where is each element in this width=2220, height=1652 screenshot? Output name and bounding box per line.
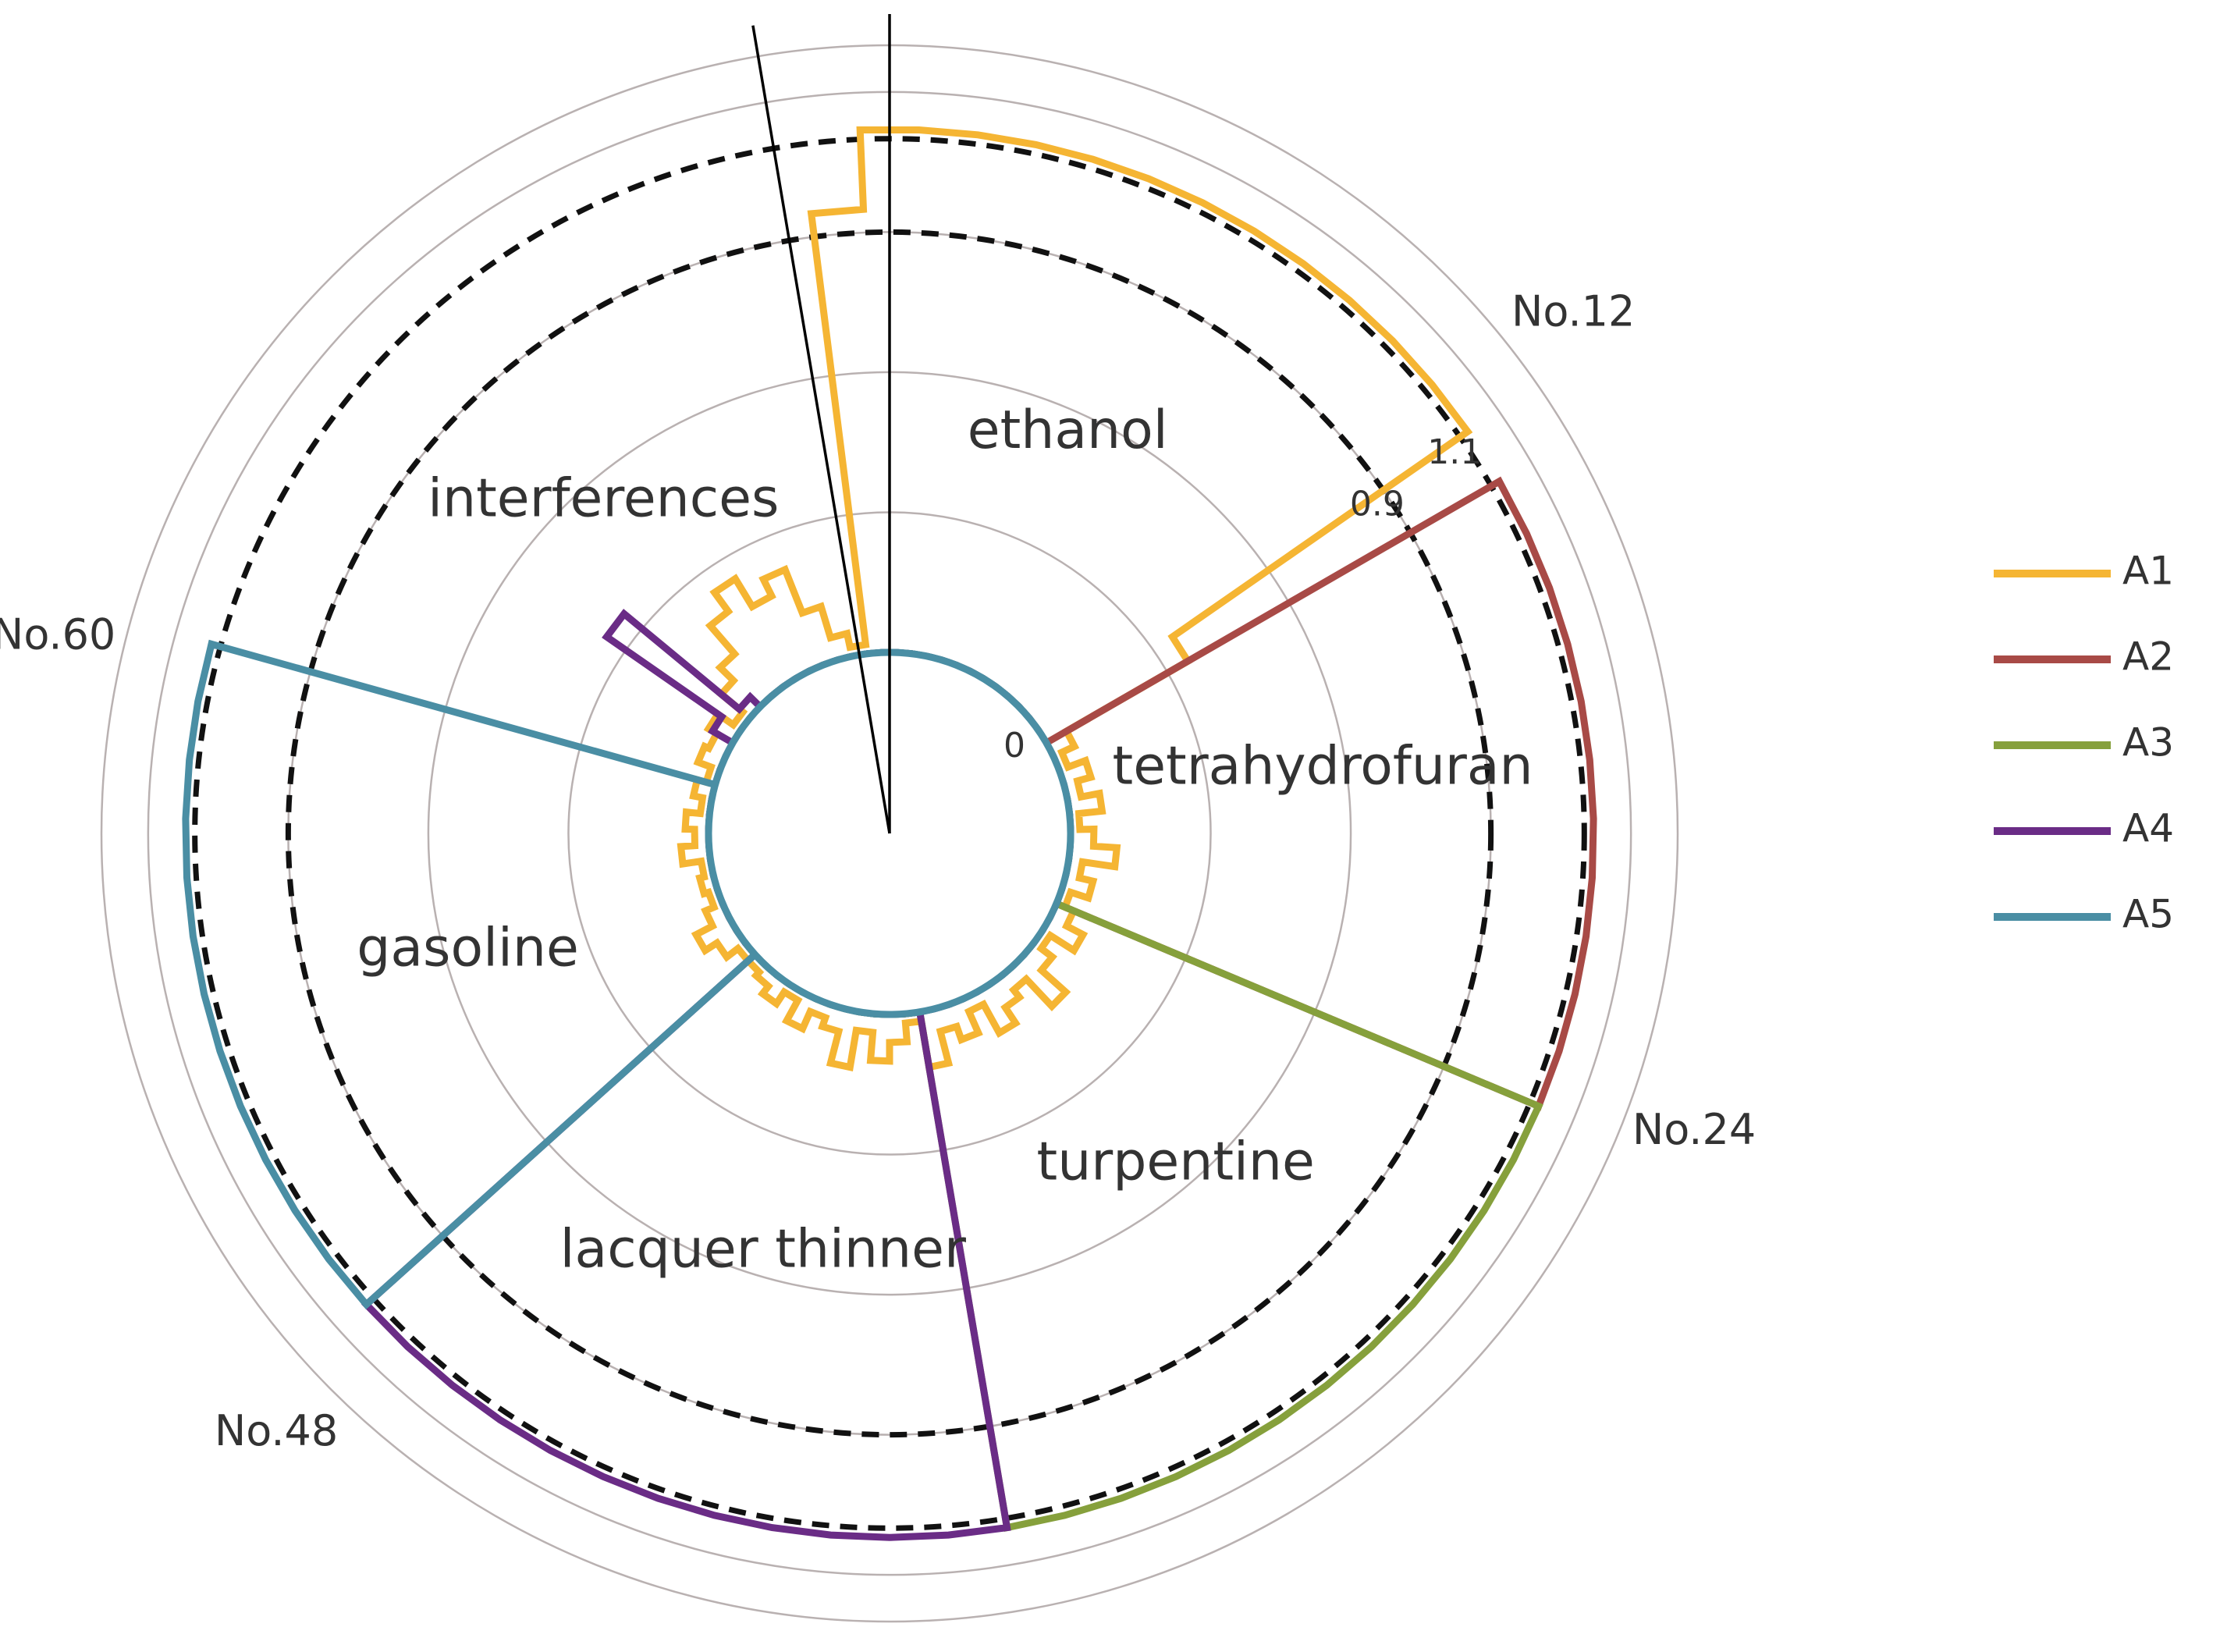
- reference-lines: [751, 14, 891, 834]
- legend-label-a1: A1: [2122, 549, 2174, 594]
- legend-label-a2: A2: [2122, 634, 2174, 680]
- legend-label-a3: A3: [2122, 720, 2174, 766]
- ref-line-no-75: [751, 25, 891, 834]
- sample-label-no-60: No.60: [0, 609, 115, 659]
- sample-label-no-24: No.24: [1632, 1105, 1756, 1154]
- sample-label-no-48: No.48: [215, 1406, 338, 1455]
- legend-label-a5: A5: [2122, 892, 2174, 937]
- region-label-gasoline: gasoline: [357, 917, 579, 979]
- legend-label-a4: A4: [2122, 806, 2174, 851]
- chart-labels: No.1No.12No.24No.36No.48No.60No.75ethano…: [0, 0, 1756, 1652]
- region-label-interferences: interferences: [428, 468, 779, 530]
- region-label-lacquer-thinner: lacquer thinner: [560, 1219, 966, 1281]
- tick-label-0-9: 0.9: [1350, 485, 1405, 524]
- sample-label-no-75: No.75: [684, 0, 808, 9]
- threshold-ring-0-9: [285, 229, 1494, 1438]
- tick-label-zero: 0: [1003, 726, 1025, 766]
- region-label-tetrahydrofuran: tetrahydrofuran: [1113, 736, 1533, 798]
- sample-label-no-36: No.36: [1007, 1646, 1130, 1652]
- region-label-turpentine: turpentine: [1037, 1131, 1315, 1192]
- sample-label-no-12: No.12: [1511, 287, 1635, 336]
- tick-label-1-1: 1.1: [1427, 432, 1482, 472]
- region-label-ethanol: ethanol: [968, 400, 1168, 461]
